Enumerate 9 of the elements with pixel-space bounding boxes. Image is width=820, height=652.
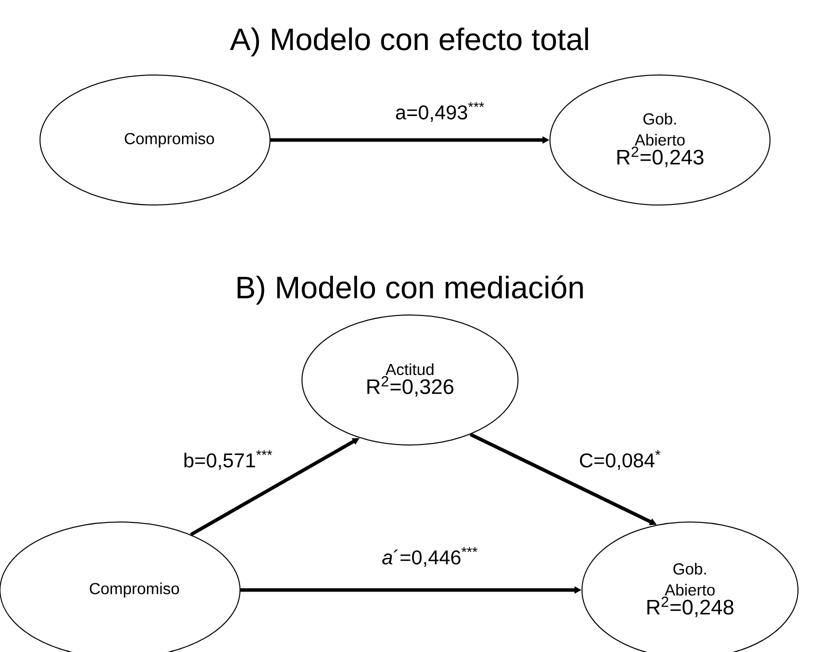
edge-label: C=0,084$^{*}$ [580, 450, 660, 470]
ellipse-node: Gob. Abierto R$^{2}$=0,243 [550, 74, 770, 206]
edge-label: b=0,571$^{***}$ [184, 450, 272, 470]
edge-label: a=0,493$^{***}$ [396, 102, 484, 122]
ellipse-node: Actitud R$^{2}$=0,326 [302, 314, 518, 446]
edge-label: a´=0,446$^{***}$ [382, 547, 478, 567]
title: B) Modelo con mediación [238, 275, 583, 305]
ellipse-node: Compromiso [40, 74, 270, 206]
title: A) Modelo con efecto total [230, 28, 588, 56]
